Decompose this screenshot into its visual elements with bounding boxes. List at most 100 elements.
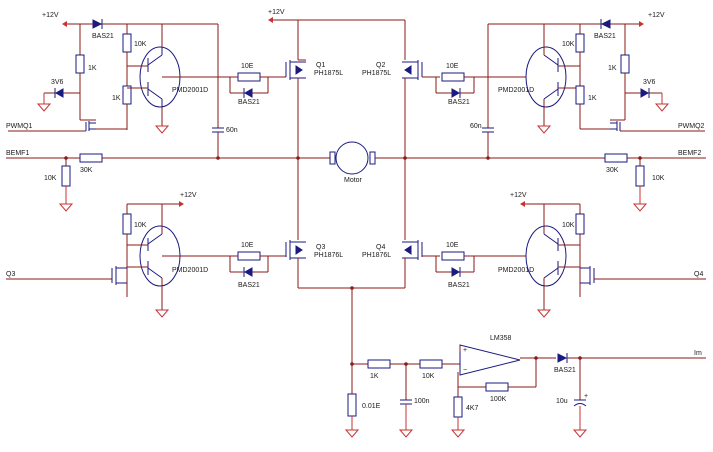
label-drv-tr: PMD2001D	[498, 87, 534, 94]
label-d-gate-tr: BAS21	[448, 99, 470, 106]
diode-icon	[600, 19, 611, 29]
net-bemf1: BEMF1	[6, 150, 29, 157]
resistor-icon	[575, 213, 585, 235]
label-q1-part: PH1875L	[314, 70, 343, 77]
body-diode-icon	[404, 245, 412, 255]
label-r4k7: 4K7	[466, 405, 479, 412]
diode-icon	[243, 267, 253, 277]
label-d-gate-br: BAS21	[448, 282, 470, 289]
resistor-icon	[441, 251, 465, 261]
resistor-icon	[419, 359, 443, 369]
resistor-icon	[604, 153, 628, 163]
label-r10k-l: 10K	[44, 175, 57, 182]
net-q4: Q4	[694, 271, 703, 278]
label-drv-br: PMD2001D	[498, 267, 534, 274]
net-pwmq1: PWMQ1	[6, 123, 33, 130]
body-diode-icon	[295, 245, 303, 255]
label-q4: Q4	[376, 244, 385, 251]
resistor-icon	[575, 85, 585, 105]
resistor-icon	[237, 72, 261, 82]
label-d-out: BAS21	[554, 367, 576, 374]
label-c10u: 10u	[556, 398, 568, 405]
svg-text:+: +	[584, 393, 588, 400]
body-diode-icon	[295, 65, 303, 75]
zener-icon	[640, 88, 650, 98]
resistor-icon	[122, 33, 132, 53]
mosfet-q4: Q4 PH1876L	[350, 158, 440, 290]
resistor-icon	[485, 382, 509, 392]
label-q3-part: PH1876L	[314, 252, 343, 259]
zener-icon	[54, 88, 64, 98]
label-r1k-tr-b: 1K	[588, 95, 597, 102]
label-d-top-left: BAS21	[92, 33, 114, 40]
motor-row: BEMF1 30K 10K Motor 30K BEMF2 10K	[6, 141, 706, 212]
net-bemf2: BEMF2	[678, 150, 701, 157]
label-q3: Q3	[316, 244, 325, 251]
label-r10e-tl: 10E	[241, 63, 254, 70]
supply-label: +12V	[42, 12, 59, 19]
label-r10k-tl: 10K	[134, 41, 147, 48]
label-cap-tl: 60n	[226, 127, 238, 134]
label-r10k-bl: 10K	[134, 222, 147, 229]
label-r100k: 100K	[490, 396, 507, 403]
supply-label: +12V	[648, 12, 665, 19]
resistor-icon	[441, 72, 465, 82]
resistor-icon	[453, 396, 463, 418]
top-left-driver: +12V BAS21 10K 1K 1K 3V6 PWMQ1	[6, 12, 286, 158]
mosfet-q2: Q2 PH1875L	[298, 19, 440, 158]
label-r1k-sense: 1K	[370, 373, 379, 380]
label-r30k-l: 30K	[80, 167, 93, 174]
label-r1k-tl-b: 1K	[112, 95, 121, 102]
label-drv-tl: PMD2001D	[172, 87, 208, 94]
label-q1: Q1	[316, 62, 325, 69]
label-c100n: 100n	[414, 398, 430, 405]
resistor-icon	[79, 153, 103, 163]
label-z-tr: 3V6	[643, 79, 656, 86]
resistor-icon	[237, 251, 261, 261]
label-q2: Q2	[376, 62, 385, 69]
resistor-icon	[122, 213, 132, 235]
resistor-icon	[635, 165, 645, 187]
bottom-right-driver: 10E BAS21 PMD2001D +12V 10K Q4	[435, 192, 706, 318]
diode-icon	[451, 88, 461, 98]
diode-icon	[557, 353, 568, 363]
supply-label: +12V	[180, 192, 197, 199]
svg-text:+: +	[463, 347, 467, 354]
label-r10k-br: 10K	[562, 222, 575, 229]
resistor-icon	[347, 393, 357, 417]
label-r10e-br: 10E	[446, 242, 459, 249]
label-q4-part: PH1876L	[362, 252, 391, 259]
supply-label: +12V	[268, 9, 285, 16]
diode-icon	[451, 267, 461, 277]
label-d-gate-bl: BAS21	[238, 282, 260, 289]
resistor-icon	[75, 54, 85, 74]
body-diode-icon	[404, 65, 412, 75]
resistor-icon	[367, 359, 391, 369]
opamp-icon	[459, 344, 521, 376]
net-q3: Q3	[6, 271, 15, 278]
label-r10k-sense: 10K	[422, 373, 435, 380]
label-r10k-tr: 10K	[562, 41, 575, 48]
net-pwmq2: PWMQ2	[678, 123, 705, 130]
current-sense: 0.01E 1K 100n 10K LM358 + − 100K 4K7	[344, 288, 706, 438]
label-motor: Motor	[344, 177, 363, 184]
label-opamp: LM358	[490, 335, 512, 342]
driver-ic-icon	[525, 46, 567, 108]
label-d-top-right: BAS21	[594, 33, 616, 40]
supply-label: +12V	[510, 192, 527, 199]
label-z-tl: 3V6	[51, 79, 64, 86]
resistor-icon	[620, 54, 630, 74]
label-drv-bl: PMD2001D	[172, 267, 208, 274]
label-cap-tr: 60n	[470, 123, 482, 130]
motor-icon	[335, 141, 369, 175]
mosfet-q1: +12V Q1 PH1875L	[268, 9, 343, 158]
diode-icon	[92, 19, 103, 29]
label-r-shunt: 0.01E	[362, 403, 381, 410]
label-q2-part: PH1875L	[362, 70, 391, 77]
resistor-icon	[61, 165, 71, 187]
driver-ic-icon	[525, 225, 567, 287]
label-r1k-tr-a: 1K	[608, 65, 617, 72]
label-r30k-r: 30K	[606, 167, 619, 174]
